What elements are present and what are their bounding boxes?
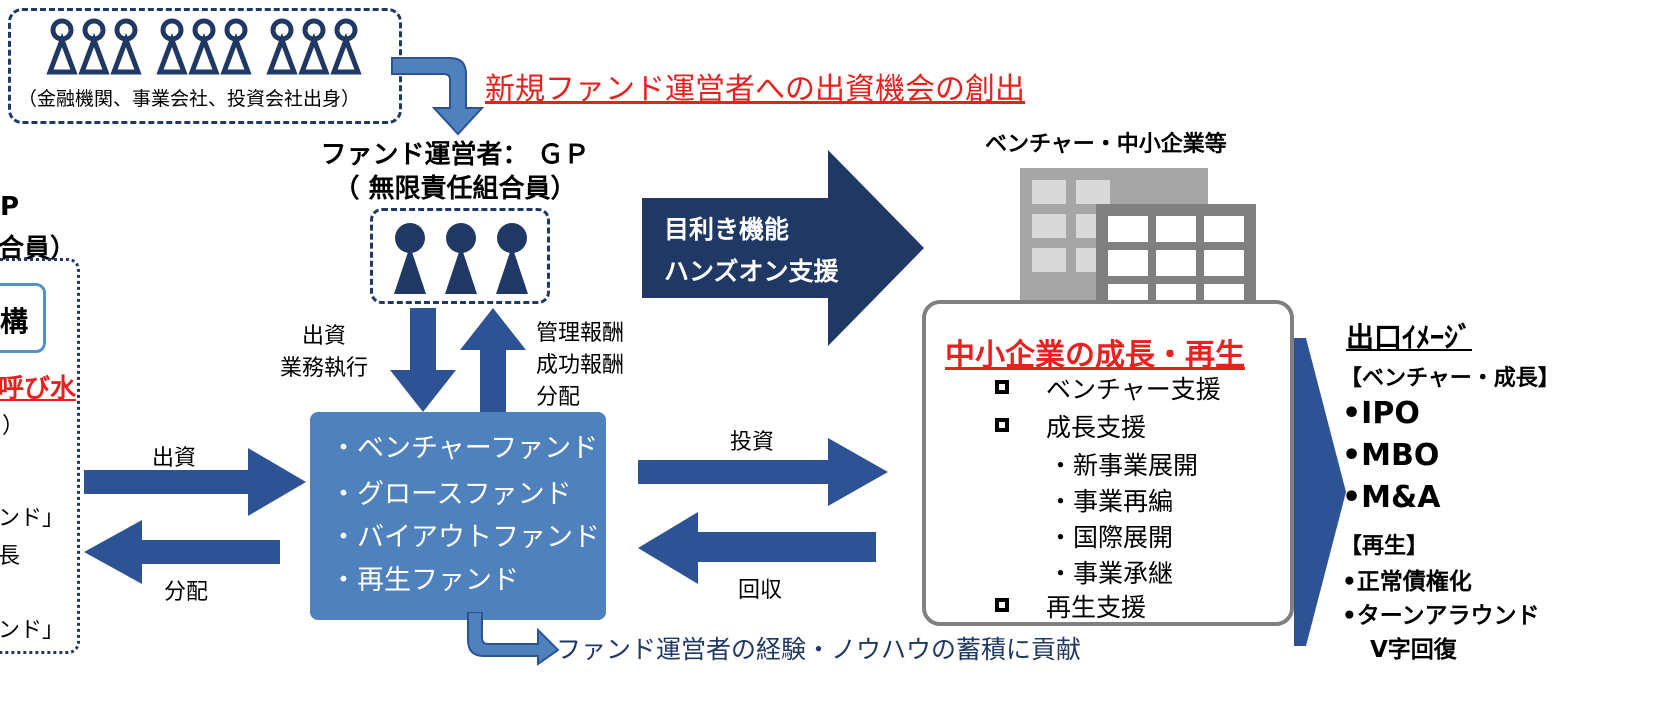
person-icon <box>298 18 330 75</box>
support-growth: 成長支援 <box>1046 413 1147 442</box>
lp-fund-arrows <box>84 448 306 584</box>
big-arrow-line2: ハンズオン支援 <box>664 257 839 286</box>
organization-label: 構 <box>0 305 29 338</box>
fund-item-growth: ・グロースファンド <box>330 479 572 510</box>
person-icon <box>330 18 362 75</box>
person-icon <box>394 223 426 294</box>
lp-title-fragment: P <box>0 192 20 222</box>
person-icon <box>266 18 298 75</box>
growth-fragment: 長 <box>0 544 21 569</box>
headline-new-fund-opportunity: 新規ファンド運営者への出資機会の創出 <box>485 72 1025 107</box>
bottom-curved-arrow <box>467 612 560 666</box>
invest-exec-label: 出資 業務執行 <box>262 318 386 382</box>
curved-arrow-down <box>391 57 485 136</box>
label-investment: 投資 <box>730 430 775 455</box>
label-distribution: 分配 <box>536 385 581 410</box>
gp-title-line2: （ 無限責任組合員） <box>333 174 577 204</box>
gp-title-line1: ファンド運営者： ＧＰ <box>320 140 590 170</box>
fund-fragment-2: ンド」 <box>0 618 65 643</box>
fees-label: 管理報酬 成功報酬 分配 <box>536 318 624 414</box>
big-arrow-line1: 目利き機能 <box>664 215 790 244</box>
label-lp-distribute: 分配 <box>164 580 209 605</box>
exit-arrow <box>1294 338 1346 646</box>
exit-ma: •M&A <box>1342 480 1441 515</box>
invest-arrow-right <box>84 448 306 516</box>
label-success-fee: 成功報酬 <box>536 353 625 378</box>
distribute-arrow-left <box>84 520 280 584</box>
person-icon <box>496 223 528 294</box>
exit-turnaround: •ターンアラウンド <box>1342 603 1540 629</box>
exit-normal-claims: •正常債権化 <box>1342 569 1472 595</box>
fund-item-revival: ・再生ファンド <box>330 565 519 596</box>
up-arrow <box>460 308 526 412</box>
sub-item-restructuring: ・事業再編 <box>1048 487 1174 516</box>
support-venture: ベンチャー支援 <box>1046 375 1221 404</box>
paren-fragment: ） <box>2 414 25 439</box>
fund-sme-arrows <box>638 438 888 584</box>
priming-label: 呼び水 <box>0 374 77 404</box>
big-arrow-hands-on <box>642 150 924 346</box>
gp-fund-arrows <box>390 308 526 412</box>
fund-item-venture: ・ベンチャーファンド <box>330 433 599 464</box>
people-icons <box>46 18 362 75</box>
fund-box <box>310 412 606 620</box>
person-icon <box>78 18 110 75</box>
sub-item-succession: ・事業承継 <box>1048 559 1174 588</box>
lp-box <box>0 258 80 654</box>
person-icon <box>445 223 477 294</box>
checkbox-icon <box>995 380 1009 394</box>
sme-box <box>922 300 1294 626</box>
checkbox-icon <box>995 598 1009 612</box>
sub-item-new-business: ・新事業展開 <box>1048 451 1199 480</box>
venture-title: ベンチャー・中小企業等 <box>985 132 1227 157</box>
support-revival: 再生支援 <box>1046 593 1147 622</box>
exit-mbo: •MBO <box>1342 438 1440 473</box>
exit-revival: 【再生】 <box>1340 534 1429 559</box>
person-icon <box>220 18 252 75</box>
gp-box <box>370 208 550 304</box>
building-icon <box>1020 168 1256 314</box>
exit-title: 出口ｲﾒｰｼﾞ <box>1346 316 1472 356</box>
label-exec: 業務執行 <box>279 356 368 381</box>
person-icon <box>46 18 78 75</box>
exit-venture-growth: 【ベンチャー・成長】 <box>1340 366 1560 391</box>
exit-v-recovery: V字回復 <box>1370 637 1457 663</box>
person-icon <box>110 18 142 75</box>
exit-ipo: •IPO <box>1342 396 1420 431</box>
gp-people-icons <box>394 223 528 294</box>
gp-title: ファンド運営者： ＧＰ （ 無限責任組合員） <box>320 138 590 206</box>
recovery-arrow-left <box>638 512 876 584</box>
down-arrow <box>390 308 456 412</box>
label-lp-invest: 出資 <box>152 446 197 471</box>
organization-box <box>0 283 46 353</box>
bottom-note: ファンド運営者の経験・ノウハウの蓄積に貢献 <box>556 635 1082 664</box>
investment-arrow-right <box>638 438 888 506</box>
person-icon <box>156 18 188 75</box>
exit-title-text: 出口ｲﾒｰｼﾞ <box>1346 321 1473 354</box>
person-icon <box>188 18 220 75</box>
label-mgmt-fee: 管理報酬 <box>536 321 625 346</box>
sub-item-international: ・国際展開 <box>1048 523 1174 552</box>
label-invest: 出資 <box>301 324 346 349</box>
sme-title: 中小企業の成長・再生 <box>945 338 1245 373</box>
people-caption: （金融機関、事業会社、投資会社出身） <box>18 88 361 110</box>
fund-item-buyout: ・バイアウトファンド <box>330 522 600 553</box>
fund-fragment-1: ンド」 <box>0 506 65 531</box>
checkbox-icon <box>995 418 1009 432</box>
label-recovery: 回収 <box>738 578 783 603</box>
